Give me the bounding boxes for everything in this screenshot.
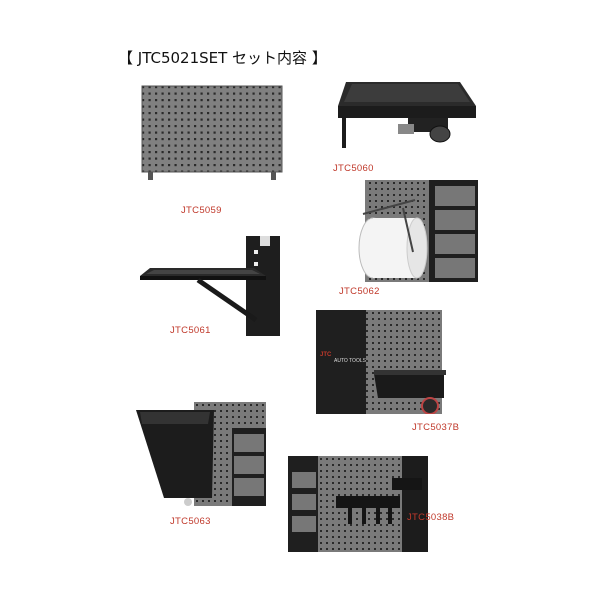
svg-text:JTC: JTC xyxy=(320,352,332,358)
side-table-image xyxy=(138,236,284,336)
pegboard-panel-image xyxy=(140,84,286,184)
top-tray-image xyxy=(336,74,478,154)
label-jtc5059: JTC5059 xyxy=(181,205,222,216)
label-jtc5060: JTC5060 xyxy=(333,163,374,174)
paper-roll-holder-image xyxy=(343,180,478,282)
label-jtc5037b: JTC5037B xyxy=(412,422,460,433)
brand-text: AUTO TOOLS xyxy=(334,358,367,364)
label-jtc5061: JTC5061 xyxy=(170,325,211,336)
tool-holder-image xyxy=(288,456,428,552)
page-title: 【 JTC5021SET セット内容 】 xyxy=(118,49,327,67)
side-bin-image: JTC AUTO TOOLS xyxy=(316,310,450,414)
storage-bin-image xyxy=(134,402,266,506)
label-jtc5062: JTC5062 xyxy=(339,286,380,297)
label-jtc5063: JTC5063 xyxy=(170,516,211,527)
label-jtc5038b: JTC5038B xyxy=(407,512,455,523)
